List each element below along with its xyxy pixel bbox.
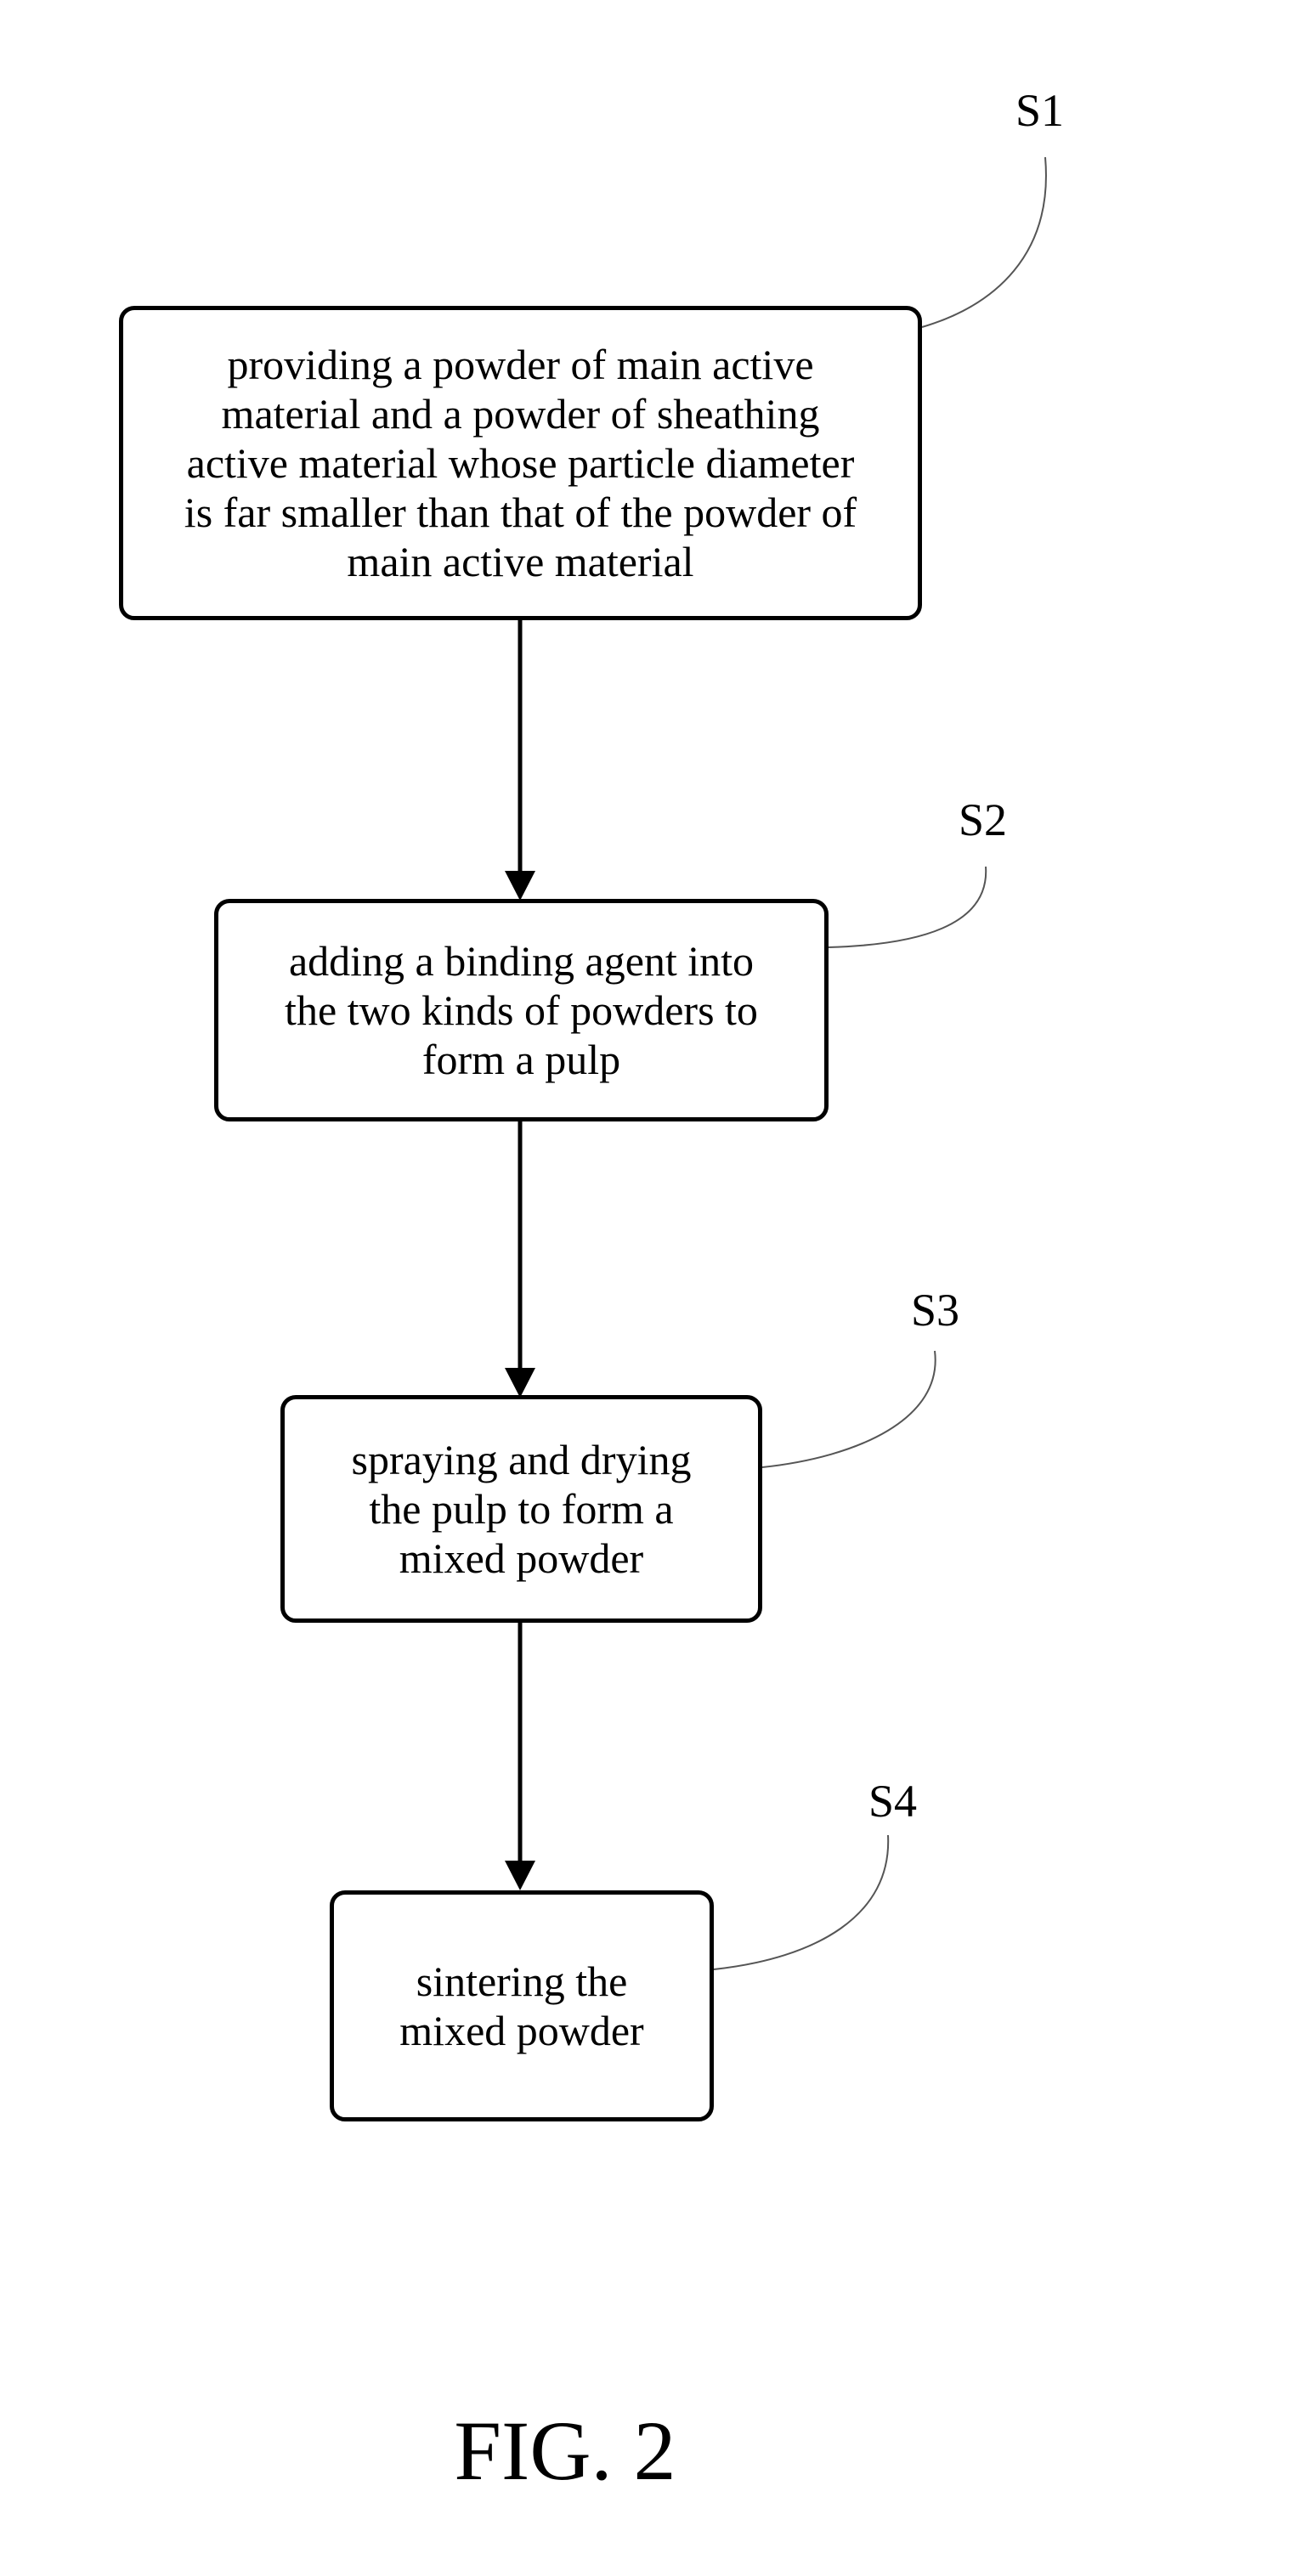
- arrow-s3-to-s4: [505, 1621, 535, 1890]
- leader-line-s2: [828, 866, 987, 948]
- leader-line-s3: [761, 1350, 936, 1468]
- step-s1-line: main active material: [347, 538, 694, 585]
- step-s1-line: material and a powder of sheathing: [221, 390, 820, 438]
- step-s2-line: the two kinds of powders to: [285, 986, 758, 1034]
- step-s2-line: form a pulp: [421, 1036, 621, 1083]
- arrow-s1-to-s2: [505, 619, 535, 901]
- step-s2-line: adding a binding agent into: [288, 937, 755, 985]
- step-s3-line: the pulp to form a: [369, 1485, 674, 1533]
- step-s1-line: active material whose particle diameter: [186, 439, 855, 487]
- step-label-s1: S1: [1015, 85, 1065, 136]
- step-label-s3: S3: [911, 1285, 960, 1336]
- leader-line-s1: [921, 156, 1047, 328]
- step-s3-line: mixed powder: [399, 1534, 644, 1582]
- step-s4-line: mixed powder: [399, 2007, 644, 2054]
- step-label-s4: S4: [868, 1776, 918, 1827]
- step-box-s2: adding a binding agent into the two kind…: [214, 899, 829, 1121]
- figure-caption: FIG. 2: [454, 2404, 676, 2498]
- step-box-s4: sintering the mixed powder: [330, 1890, 714, 2121]
- leader-line-s4: [713, 1834, 890, 1970]
- step-s1-line: is far smaller than that of the powder o…: [184, 489, 857, 536]
- step-s3-line: spraying and drying: [351, 1436, 692, 1483]
- arrow-s2-to-s3: [505, 1120, 535, 1398]
- step-box-s1: providing a powder of main active materi…: [119, 306, 922, 620]
- step-s1-line: providing a powder of main active: [227, 341, 814, 388]
- step-label-s2: S2: [959, 794, 1008, 845]
- step-box-s3: spraying and drying the pulp to form a m…: [280, 1395, 762, 1623]
- step-s4-line: sintering the: [416, 1957, 628, 2005]
